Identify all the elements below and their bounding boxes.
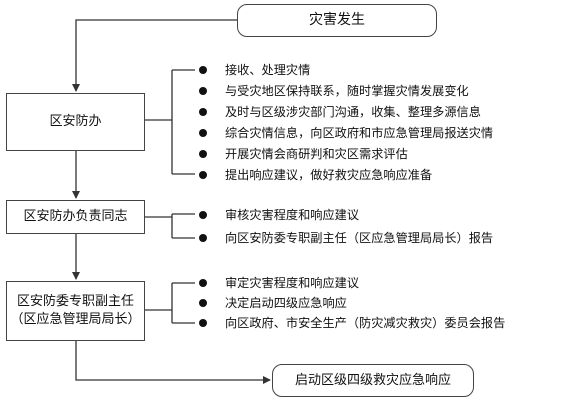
bracket-step2 (145, 213, 195, 239)
bullet-icon (199, 299, 207, 307)
bullet-icon (199, 211, 207, 219)
connector-step3-to-end (75, 341, 271, 384)
start-box: 灾害发生 (237, 4, 437, 37)
bullet-icon (199, 279, 207, 287)
bullet-icon (199, 319, 207, 327)
end-box: 启动区级四级救灾应急响应 (272, 364, 474, 397)
connector-start-to-step1 (72, 19, 237, 92)
step2-box: 区安防办负责同志 (6, 200, 145, 234)
bullet-icon (199, 66, 207, 74)
bullet-icon (199, 171, 207, 179)
bullet-icon (199, 108, 207, 116)
bracket-step3 (145, 282, 195, 324)
bullet-icon (199, 150, 207, 158)
bullet-icon (199, 87, 207, 95)
step2-label: 区安防办负责同志 (23, 209, 128, 225)
step3-box: 区安防委专职副主任 （区应急管理局局长） (6, 281, 145, 341)
step3-label-line2: （区应急管理局局长） (10, 312, 141, 327)
bullet-icon (199, 234, 207, 242)
start-label: 灾害发生 (309, 12, 365, 29)
step1-box: 区安防办 (6, 93, 145, 151)
end-label: 启动区级四级救灾应急响应 (294, 372, 451, 388)
step3-label-line1: 区安防委专职副主任 (16, 294, 134, 310)
bullet-icon (199, 129, 207, 137)
bracket-step1 (145, 69, 195, 175)
step1-label: 区安防办 (49, 114, 102, 130)
